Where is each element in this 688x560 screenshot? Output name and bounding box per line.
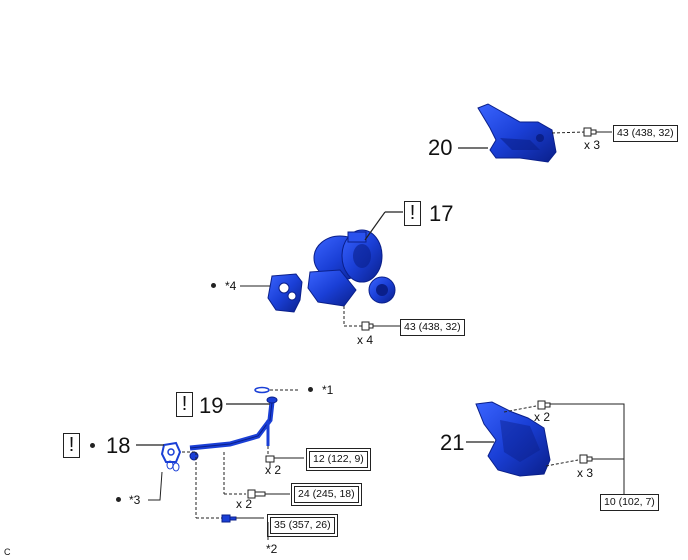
bolt-icon: [583, 127, 597, 137]
bullet-icon: [308, 387, 313, 392]
note-4: *4: [225, 279, 237, 293]
quantity-17: x 4: [357, 333, 374, 347]
part-number-18: 18: [106, 433, 131, 458]
nut-icon: [361, 321, 374, 331]
bolt-icon: [537, 400, 551, 410]
torque-spec-20: 43 (438, 32): [613, 125, 678, 142]
dash-20: [551, 131, 585, 134]
torque-spec-10: 10 (102, 7): [600, 494, 659, 511]
quantity-21b: x 3: [577, 466, 594, 480]
part-number-19: 19: [199, 393, 224, 418]
part-number-21: 21: [440, 430, 465, 455]
quantity-24: x 2: [236, 497, 253, 511]
bullet-icon: [211, 283, 216, 288]
bracket-part-20: [477, 103, 557, 163]
union-bolt-icon: [221, 514, 237, 523]
torque-spec-12: 12 (122, 9): [306, 448, 371, 471]
washer-icon: [166, 460, 180, 472]
note-2: *2: [266, 542, 278, 556]
part-number-20: 20: [428, 135, 453, 160]
heat-insulator-part-21: [475, 401, 551, 477]
note-3: *3: [129, 493, 141, 507]
warning-icon: !: [404, 201, 421, 226]
part-number-17: 17: [429, 201, 454, 226]
bullet-icon: [116, 497, 121, 502]
torque-spec-17: 43 (438, 32): [400, 319, 465, 336]
note-1: *1: [322, 383, 334, 397]
gasket-small-icon: [254, 386, 270, 394]
figure-code: C: [4, 547, 11, 557]
bolt-icon: [265, 455, 275, 468]
oil-pipe-part-19: [189, 396, 278, 461]
bullet-icon: [90, 443, 95, 448]
bolt-icon: [579, 454, 593, 464]
quantity-20: x 3: [584, 138, 601, 152]
warning-icon: !: [176, 392, 193, 417]
turbocharger-part-17: [307, 229, 396, 307]
torque-spec-24: 24 (245, 18): [291, 483, 362, 506]
torque-spec-35: 35 (357, 26): [267, 514, 338, 537]
gasket-part: [267, 273, 303, 313]
quantity-21a: x 2: [534, 410, 551, 424]
warning-icon: !: [63, 433, 80, 458]
quantity-12: x 2: [265, 463, 282, 477]
gasket-part-18: [160, 441, 182, 463]
